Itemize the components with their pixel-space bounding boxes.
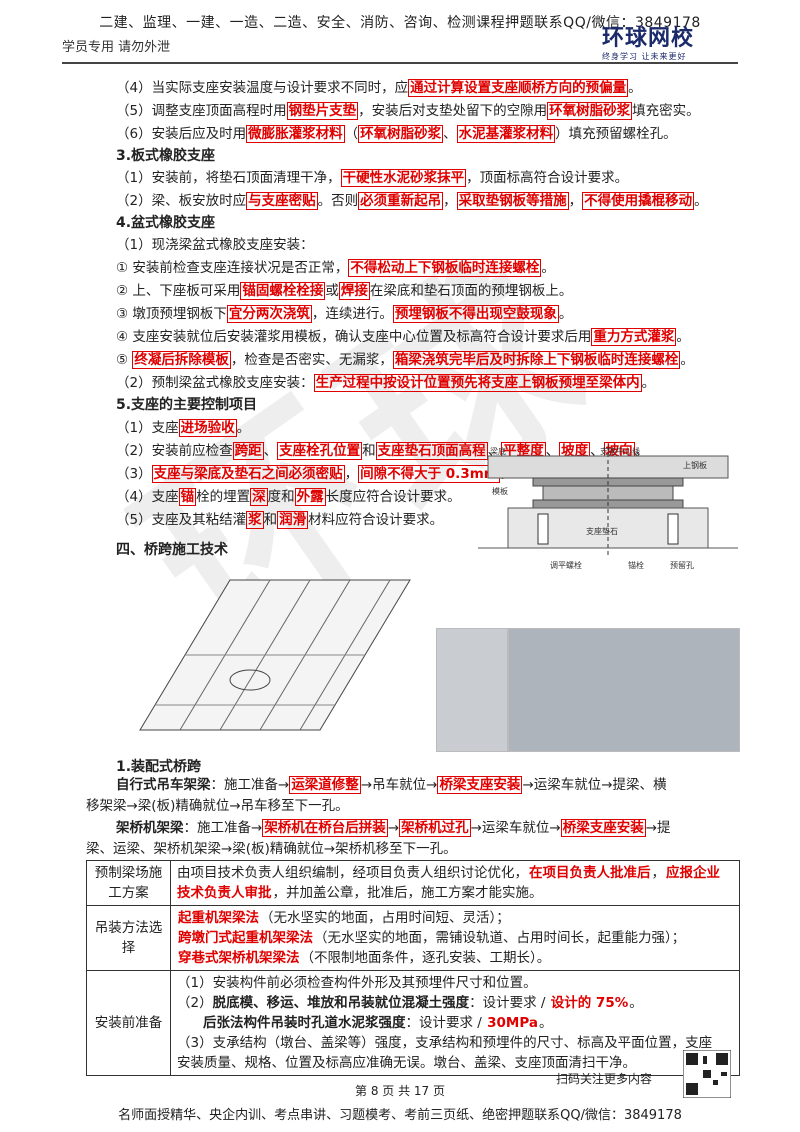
ctrl-3: （3）支座与梁底及垫石之间必须密贴，间隙不得大于 0.3mm。 bbox=[116, 465, 513, 483]
table-cell-2: 起重机架梁法（无水坚实的地面，占用时间短、灵活）； 跨墩门式起重机架梁法（无水坚… bbox=[170, 905, 740, 971]
header-sub: 学员专用 请勿外泄 bbox=[62, 40, 171, 55]
ctrl-1: （1）支座进场验收。 bbox=[116, 419, 251, 437]
logo: 环球网校 终身学习 让未来更好 bbox=[602, 28, 732, 62]
header-banner: 二建、监理、一建、一造、二造、安全、消防、咨询、检测课程押题联系QQ/微信：38… bbox=[99, 15, 701, 31]
qr-caption: 扫码关注更多内容 bbox=[556, 1072, 653, 1086]
bearing-diagram: 支座中心线 梁底 上钢板 模板 支座垫石 调平螺栓 锚栓 预留孔 bbox=[478, 446, 738, 576]
table-head-2: 吊装方法选择 bbox=[86, 905, 171, 971]
bearing-label-hole: 预留孔 bbox=[670, 561, 694, 570]
logo-sub: 终身学习 让未来更好 bbox=[602, 52, 687, 61]
bridge-photo-1 bbox=[436, 628, 508, 752]
pot-c3: ③ 墩顶预埋钢板下宜分两次浇筑，连续进行。预埋钢板不得出现空鼓现象。 bbox=[116, 305, 573, 323]
item-6: （6）安装后应及时用微膨胀灌浆材料（环氧树脂砂浆、水泥基灌浆材料）填充预留螺栓孔… bbox=[116, 125, 677, 143]
pot-2: （2）预制梁盆式橡胶支座安装：生产过程中按设计位置预先将支座上钢板预埋至梁体内。 bbox=[116, 374, 656, 392]
bearing-label-center: 支座中心线 bbox=[600, 447, 640, 456]
bearing-label-bolt: 调平螺栓 bbox=[550, 561, 582, 570]
table-row: 预制梁场施工方案 由项目技术负责人组织编制，经项目负责人组织讨论优化，在项目负责… bbox=[86, 860, 740, 906]
table-row: 吊装方法选择 起重机架梁法（无水坚实的地面，占用时间短、灵活）； 跨墩门式起重机… bbox=[86, 905, 740, 971]
qr-code-svg bbox=[682, 1049, 732, 1099]
table-cell-1: 由项目技术负责人组织编制，经项目负责人组织讨论优化，在项目负责人批准后，应报企业… bbox=[170, 860, 740, 906]
logo-main: 环球网校 bbox=[602, 26, 695, 51]
pot-c1: ① 安装前检查支座连接状况是否正常，不得松动上下钢板临时连接螺栓。 bbox=[116, 259, 555, 277]
sub-heading-1: 1.装配式桥跨 bbox=[116, 759, 202, 775]
ctrl-2: （2）安装前应检查跨距、支座栓孔位置和支座垫石顶面高程、平整度、坡度、坡向。 bbox=[116, 442, 649, 460]
item-4: （4）当实际支座安装温度与设计要求不同时，应通过计算设置支座顺桥方向的预偏量。 bbox=[116, 79, 642, 97]
qr-code[interactable] bbox=[682, 1049, 732, 1099]
pot-c2: ② 上、下座板可采用锚固螺栓栓接或焊接在梁底和垫石顶面的预埋钢板上。 bbox=[116, 282, 573, 300]
erector-line-1: 架桥机架梁：施工准备→架桥机在桥台后拼装→架桥机过孔→运梁车就位→桥梁支座安装→… bbox=[116, 819, 671, 837]
pot-c4: ④ 支座安装就位后安装灌浆用模板，确认支座中心位置及标高符合设计要求后用重力方式… bbox=[116, 328, 690, 346]
footer-banner: 名师面授精华、央企内训、考点串讲、习题模考、考前三页纸、绝密押题联系QQ/微信：… bbox=[118, 1108, 682, 1123]
crane-line-1: 自行式吊车架梁：施工准备→运梁道修整→吊车就位→桥梁支座安装→运梁车就位→提梁、… bbox=[116, 776, 667, 794]
table-head-3: 安装前准备 bbox=[86, 970, 171, 1076]
plate-2: （2）梁、板安放时应与支座密贴。否则必须重新起吊，采取垫钢板等措施，不得使用撬棍… bbox=[116, 192, 708, 210]
section4-title: 四、桥跨施工技术 bbox=[116, 542, 228, 558]
bridge-photo-2 bbox=[508, 628, 740, 752]
pot-c5: ⑤ 终凝后拆除模板，检查是否密实、无漏浆，箱梁浇筑完毕后及时拆除上下钢板临时连接… bbox=[116, 351, 694, 369]
table-head-1: 预制梁场施工方案 bbox=[86, 860, 171, 906]
heading-3: 3.板式橡胶支座 bbox=[116, 148, 216, 164]
prep-table: 预制梁场施工方案 由项目技术负责人组织编制，经项目负责人组织讨论优化，在项目负责… bbox=[86, 860, 740, 1076]
bearing-label-form: 模板 bbox=[492, 487, 508, 496]
deck-figure-svg bbox=[139, 579, 411, 731]
plate-1: （1）安装前，将垫石顶面清理干净，干硬性水泥砂浆抹平，顶面标高符合设计要求。 bbox=[116, 169, 629, 187]
heading-5: 5.支座的主要控制项目 bbox=[116, 397, 258, 413]
bearing-label-beam: 梁底 bbox=[490, 447, 506, 456]
header-rule bbox=[62, 62, 738, 64]
heading-4: 4.盆式橡胶支座 bbox=[116, 215, 216, 231]
bearing-label-anchor: 锚栓 bbox=[628, 561, 644, 570]
erector-line-2: 梁、运梁、架桥机架梁→梁(板)精确就位→架桥机移至下一孔。 bbox=[86, 841, 457, 857]
bearing-diagram-svg bbox=[478, 446, 738, 556]
pot-1: （1）现浇梁盆式橡胶支座安装： bbox=[116, 237, 314, 253]
item-5: （5）调整支座顶面高程时用钢垫片支垫，安装后对支垫处留下的空隙用环氧树脂砂浆填充… bbox=[116, 102, 700, 120]
ctrl-4: （4）支座锚栓的埋置深度和外露长度应符合设计要求。 bbox=[116, 488, 461, 506]
deck-figure bbox=[120, 560, 420, 750]
crane-line-2: 移架梁→梁(板)精确就位→吊车移至下一孔。 bbox=[86, 798, 349, 814]
bearing-label-plate: 上钢板 bbox=[683, 461, 707, 470]
table-row: 安装前准备 （1）安装构件前必须检查构件外形及其预埋件尺寸和位置。 （2）脱底模… bbox=[86, 970, 740, 1076]
ctrl-5: （5）支座及其粘结灌浆和润滑材料应符合设计要求。 bbox=[116, 511, 444, 529]
table-cell-3: （1）安装构件前必须检查构件外形及其预埋件尺寸和位置。 （2）脱底模、移运、堆放… bbox=[170, 970, 740, 1076]
bearing-label-pad: 支座垫石 bbox=[586, 527, 618, 536]
page-number: 第 8 页 共 17 页 bbox=[355, 1084, 445, 1098]
